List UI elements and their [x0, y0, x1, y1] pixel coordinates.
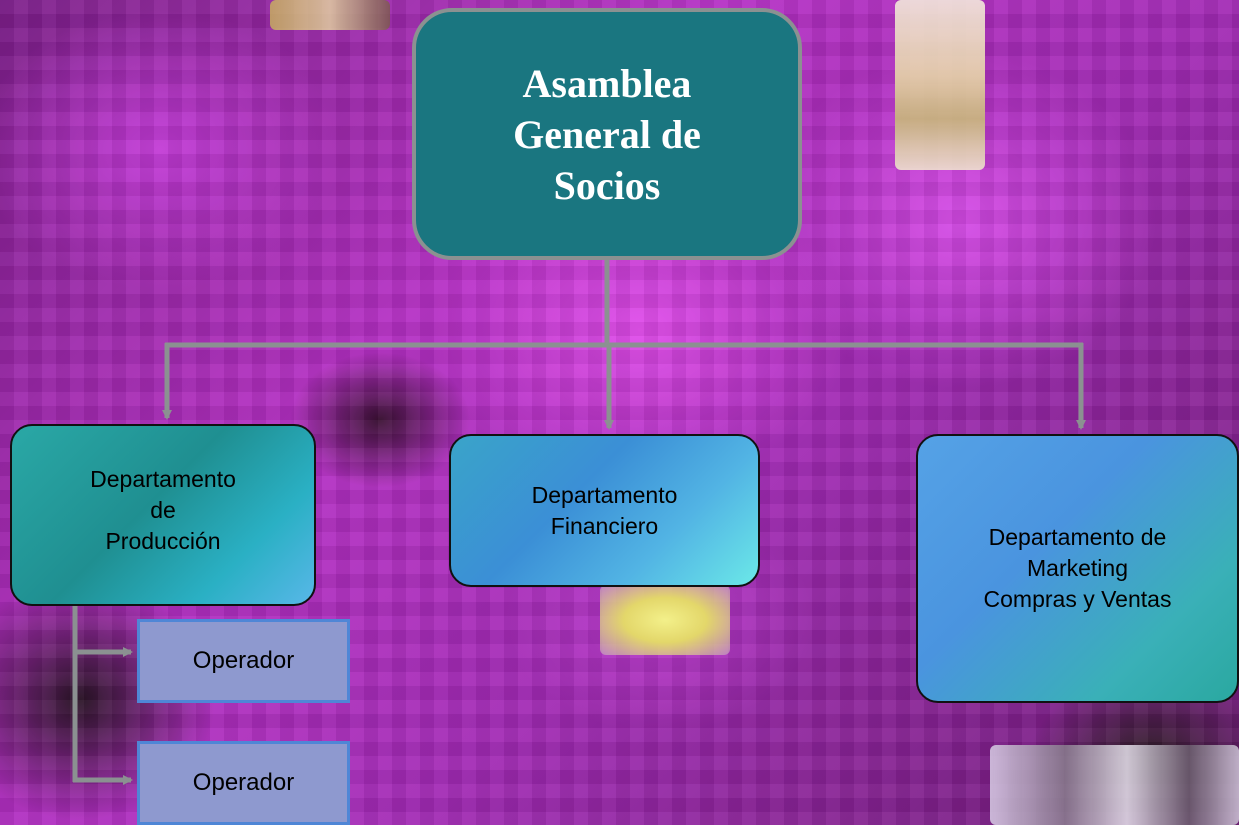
- node-operador-1: Operador: [137, 619, 350, 703]
- node-departamento-financiero-label: Departamento Financiero: [531, 482, 678, 539]
- background-stamen-bottom-right: [990, 745, 1239, 825]
- node-asamblea-general: Asamblea General de Socios: [412, 8, 802, 260]
- background-stamen-top-left: [270, 0, 390, 30]
- node-asamblea-general-label: Asamblea General de Socios: [513, 60, 701, 208]
- background-stamen-top-right: [895, 0, 985, 170]
- node-operador-1-label: Operador: [192, 647, 295, 674]
- background-stamen-center: [600, 585, 730, 655]
- node-operador-2: Operador: [137, 741, 350, 825]
- node-operador-2-label: Operador: [192, 769, 295, 796]
- node-departamento-marketing: Departamento de Marketing Compras y Vent…: [916, 434, 1239, 703]
- node-departamento-marketing-label: Departamento de Marketing Compras y Vent…: [983, 524, 1172, 612]
- node-departamento-produccion: Departamento de Producción: [10, 424, 316, 606]
- node-departamento-produccion-label: Departamento de Producción: [90, 466, 236, 554]
- node-departamento-financiero: Departamento Financiero: [449, 434, 760, 587]
